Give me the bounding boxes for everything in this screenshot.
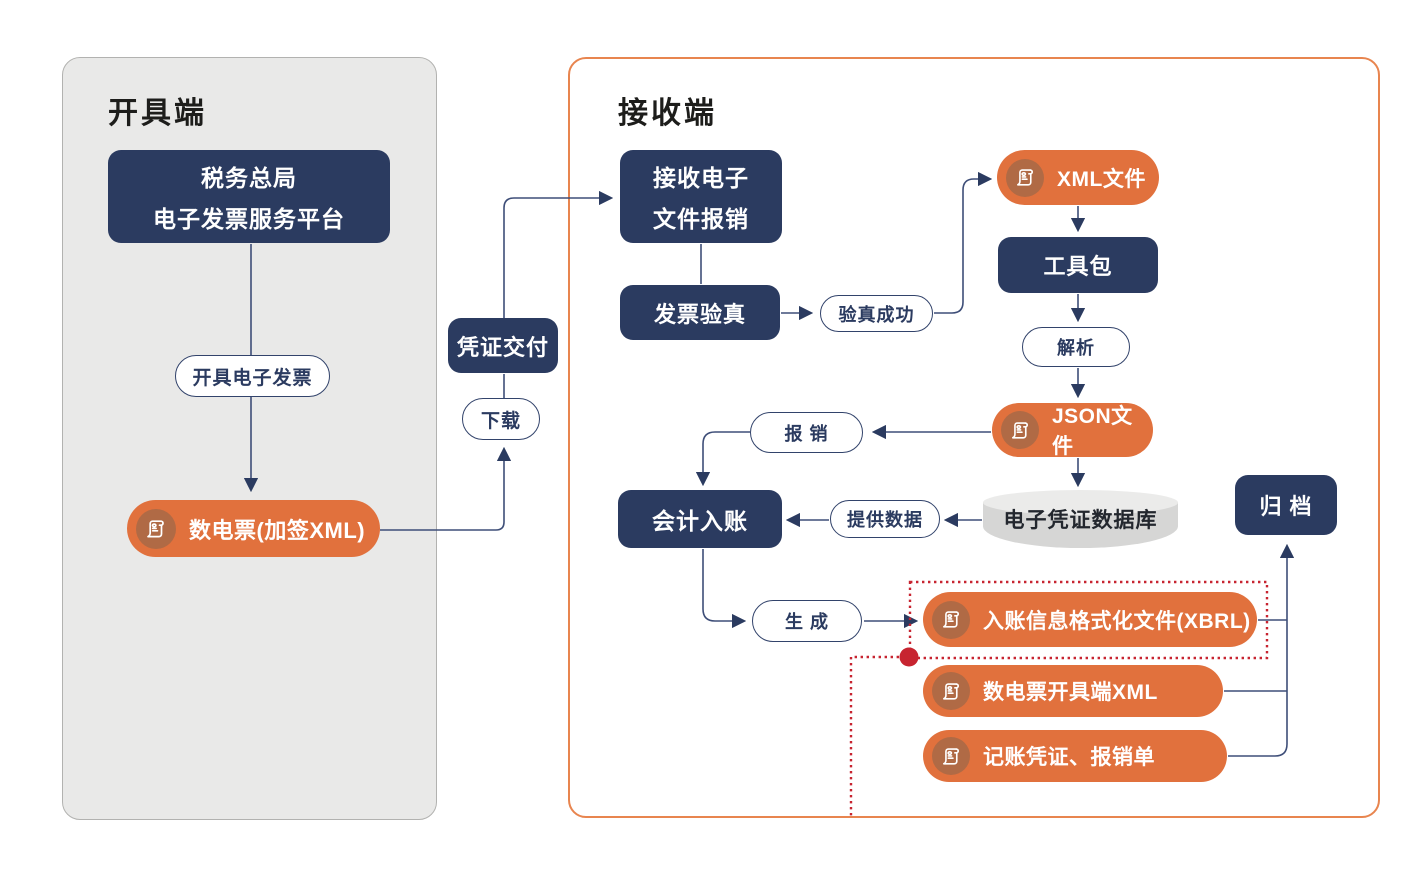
generate-label: 生 成 [752,600,862,642]
voucher-reimbursement-pill: 记账凭证、报销单 [923,730,1227,782]
scroll-icon [932,600,970,639]
xbrl-file-label: 入账信息格式化文件(XBRL) [983,609,1251,633]
invoice-verification-box: 发票验真 [620,285,780,340]
digital-invoice-label: 数电票(加签XML) [189,517,366,543]
issuer-xml-label: 数电票开具端XML [983,681,1158,704]
red-junction-dot [899,647,919,667]
json-file-label: JSON文件 [1052,405,1133,458]
evoucher-database-cylinder: 电子凭证数据库 [983,490,1178,558]
download-label: 下载 [462,398,540,440]
receiver-panel-title: 接收端 [618,97,717,130]
scroll-icon [932,672,970,710]
tax-platform-line1: 税务总局 [201,165,297,191]
voucher-reimbursement-label: 记账凭证、报销单 [983,746,1155,769]
receive-files-box: 接收电子 文件报销 [620,150,782,243]
verify-success-label: 验真成功 [820,295,933,332]
xbrl-highlight-dotted [849,580,1269,816]
reimburse-label: 报 销 [750,412,863,453]
scroll-icon [136,508,176,549]
receive-files-line2: 文件报销 [653,206,749,232]
json-file-pill: JSON文件 [992,403,1153,458]
archive-box: 归 档 [1235,475,1337,535]
digital-invoice-pill: 数电票(加签XML) [127,500,380,557]
xbrl-file-pill: 入账信息格式化文件(XBRL) [923,592,1257,647]
parse-label: 解析 [1022,327,1130,367]
xml-file-pill: XML文件 [997,150,1159,205]
accounting-entry-box: 会计入账 [618,490,782,548]
tax-platform-line2: 电子发票服务平台 [153,206,345,232]
receive-files-line1: 接收电子 [653,165,749,191]
issuer-panel-title: 开具端 [108,97,207,130]
provide-data-label: 提供数据 [830,500,940,538]
toolkit-box: 工具包 [998,237,1158,293]
issuer-xml-pill: 数电票开具端XML [923,665,1223,717]
evoucher-database-label: 电子凭证数据库 [1003,509,1158,532]
scroll-icon [1001,411,1039,449]
voucher-delivery-box: 凭证交付 [448,318,558,373]
scroll-icon [932,737,970,775]
scroll-icon [1006,158,1044,197]
tax-platform-box: 税务总局 电子发票服务平台 [108,150,390,243]
issue-einvoice-label: 开具电子发票 [175,355,330,397]
xml-file-label: XML文件 [1057,167,1146,191]
